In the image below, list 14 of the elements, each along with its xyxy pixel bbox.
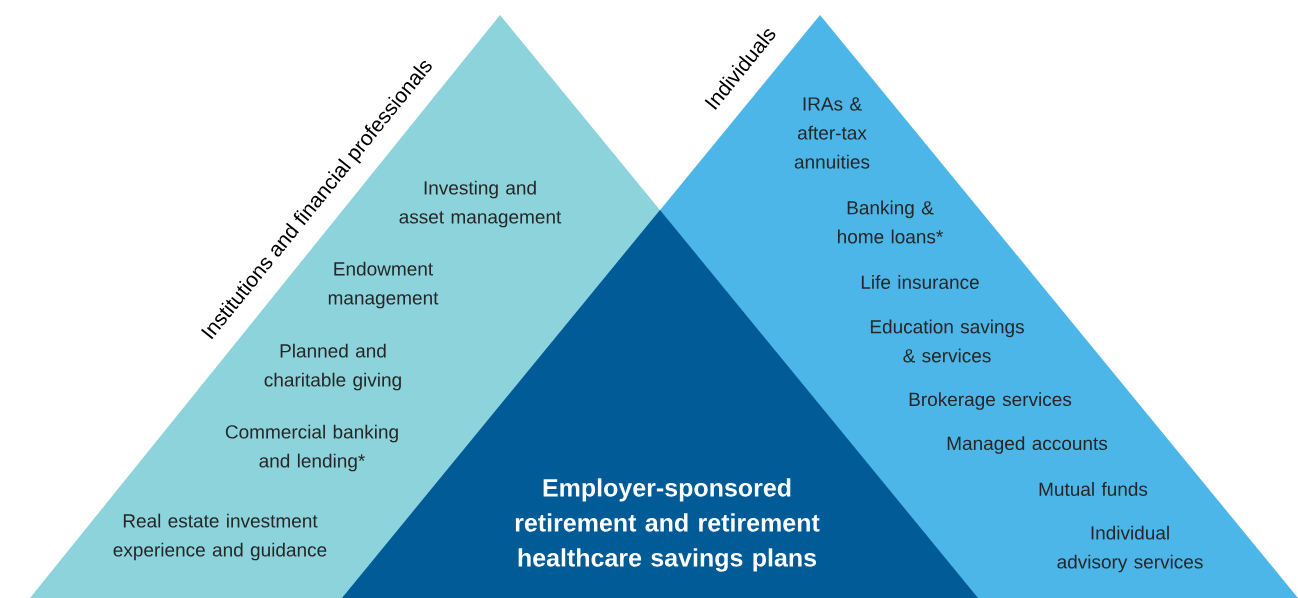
service-label: Mutual funds bbox=[1039, 482, 1148, 496]
service-label: Real estate investment experience and guidance bbox=[113, 513, 327, 561]
service-label: Life insurance bbox=[861, 275, 979, 289]
service-label: IRAs & after-tax annuities bbox=[794, 97, 870, 169]
service-label: Education savings & services bbox=[870, 319, 1024, 363]
plan-label: Employer-sponsored retirement and retirement healthcare savings plans bbox=[515, 478, 820, 572]
service-label: Commercial banking and lending* bbox=[225, 424, 398, 472]
service-label: Managed accounts bbox=[947, 436, 1108, 454]
service-label: Individual advisory services bbox=[1057, 525, 1203, 573]
service-label: Endowment management bbox=[328, 261, 439, 309]
service-label: Brokerage services bbox=[909, 392, 1072, 410]
service-label: Banking & home loans* bbox=[838, 200, 943, 244]
service-label: Planned and charitable giving bbox=[264, 343, 401, 391]
service-label: Investing and asset management bbox=[399, 180, 562, 228]
